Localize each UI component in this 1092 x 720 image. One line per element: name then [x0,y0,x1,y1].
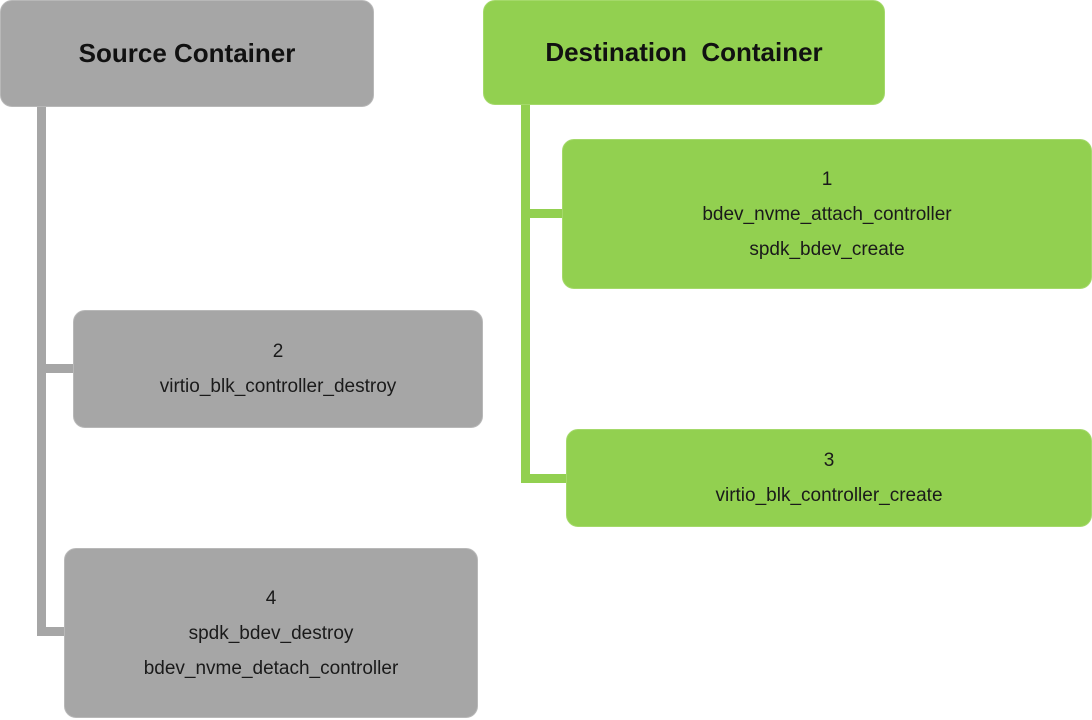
destination-container-title: Destination Container [545,37,823,67]
step-1-box: 1 bdev_nvme_attach_controller spdk_bdev_… [562,139,1092,289]
source-container-header: Source Container [0,0,374,107]
step-command: virtio_blk_controller_create [715,485,943,506]
destination-branch-step-3 [521,474,568,483]
step-command: spdk_bdev_destroy [188,622,354,644]
destination-container-header: Destination Container [483,0,885,105]
step-2-box: 2 virtio_blk_controller_destroy [73,310,483,428]
destination-trunk-line [521,103,530,483]
source-container-title: Source Container [78,38,296,68]
step-3-box: 3 virtio_blk_controller_create [566,429,1092,527]
step-command: bdev_nvme_detach_controller [143,657,399,679]
step-number: 3 [823,450,835,471]
step-4-box: 4 spdk_bdev_destroy bdev_nvme_detach_con… [64,548,478,718]
step-command: bdev_nvme_attach_controller [702,203,952,225]
source-branch-step-4 [37,627,67,636]
step-command: virtio_blk_controller_destroy [159,376,397,397]
step-command: spdk_bdev_create [749,238,905,260]
destination-branch-step-1 [521,209,565,218]
step-number: 4 [265,587,277,609]
step-number: 1 [821,168,833,190]
step-number: 2 [272,341,284,362]
source-branch-step-2 [37,364,75,373]
